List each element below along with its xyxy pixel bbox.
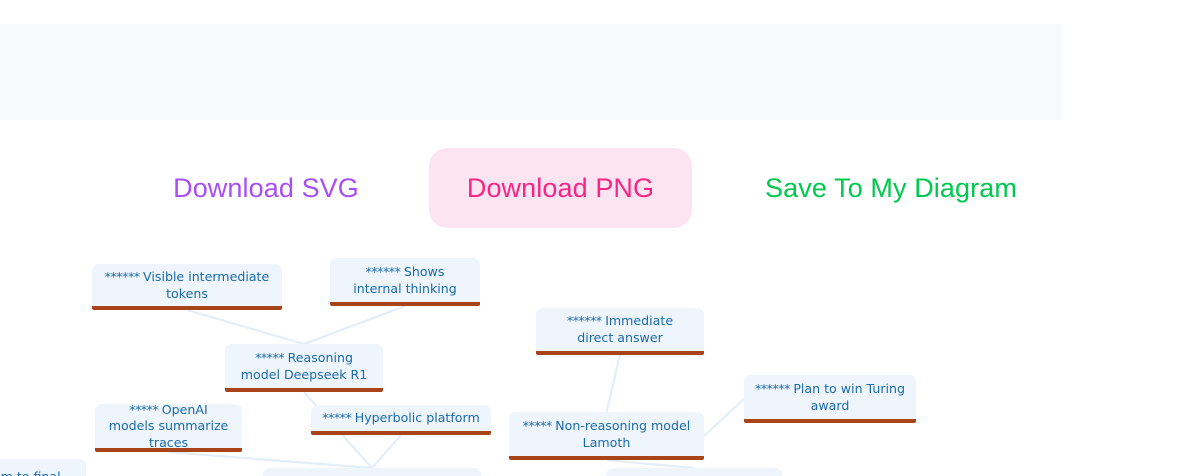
mindmap-node-label: ****** Immediate direct answer bbox=[566, 313, 674, 345]
depth-marker: ****** bbox=[104, 268, 144, 284]
mindmap-node-label: ***** OpenAI models summarize traces bbox=[108, 401, 229, 450]
mindmap-node-label: ****** Visible intermediate tokens bbox=[104, 268, 270, 301]
mindmap-node-openai-models-summarize-traces[interactable]: ***** OpenAI models summarize traces bbox=[95, 401, 242, 452]
diagram-toolbar: Download SVG Download PNG Save To My Dia… bbox=[0, 148, 1182, 228]
mindmap-node-bottom-partial-center-left[interactable] bbox=[263, 468, 481, 476]
mindmap-node-label: ***** Reasoning model Deepseek R1 bbox=[240, 349, 368, 382]
depth-marker: ***** bbox=[322, 410, 355, 426]
mindmap-node-label: blem to final bbox=[0, 469, 61, 476]
depth-marker: ***** bbox=[129, 401, 162, 417]
depth-marker: ****** bbox=[365, 263, 404, 279]
depth-marker: ****** bbox=[755, 380, 794, 396]
download-svg-button[interactable]: Download SVG bbox=[150, 148, 382, 228]
mindmap-node-label: ****** Shows internal thinking bbox=[353, 263, 457, 296]
mindmap-node-plan-to-win-turing-award[interactable]: ****** Plan to win Turing award bbox=[744, 375, 916, 423]
mindmap-node-immediate-direct-answer[interactable]: ****** Immediate direct answer bbox=[536, 308, 704, 355]
mindmap-edge bbox=[186, 308, 305, 346]
mindmap-node-bottom-partial-center-right[interactable] bbox=[606, 468, 782, 476]
depth-marker: ****** bbox=[566, 313, 606, 329]
mindmap-edge bbox=[168, 450, 373, 470]
save-to-my-diagram-button[interactable]: Save To My Diagram bbox=[732, 148, 1050, 228]
mindmap-node-problem-to-final-partial[interactable]: blem to final bbox=[0, 459, 86, 476]
mindmap-node-shows-internal-thinking[interactable]: ****** Shows internal thinking bbox=[330, 258, 480, 306]
mindmap-node-reasoning-model-deepseek-r1[interactable]: ***** Reasoning model Deepseek R1 bbox=[225, 344, 383, 392]
mindmap-node-non-reasoning-model-lamoth[interactable]: ***** Non-reasoning model Lamoth bbox=[509, 412, 704, 460]
mindmap-node-label: ***** Non-reasoning model Lamoth bbox=[522, 417, 691, 450]
mindmap-edge bbox=[605, 354, 622, 413]
mindmap-canvas[interactable]: ****** Visible intermediate tokens******… bbox=[0, 228, 1182, 476]
mindmap-node-hyperbolic-platform[interactable]: ***** Hyperbolic platform bbox=[311, 405, 491, 435]
header-band bbox=[0, 24, 1062, 120]
depth-marker: ***** bbox=[522, 417, 556, 433]
mindmap-edge bbox=[303, 304, 406, 346]
mindmap-node-label: ****** Plan to win Turing award bbox=[755, 380, 905, 413]
mindmap-node-label: ***** Hyperbolic platform bbox=[322, 410, 480, 426]
mindmap-node-visible-intermediate-tokens[interactable]: ****** Visible intermediate tokens bbox=[92, 264, 282, 310]
depth-marker: ***** bbox=[255, 349, 288, 365]
mindmap-edge bbox=[703, 398, 745, 437]
mindmap-edge bbox=[371, 434, 402, 469]
mindmap-edge bbox=[606, 458, 695, 470]
download-png-button[interactable]: Download PNG bbox=[429, 148, 692, 228]
